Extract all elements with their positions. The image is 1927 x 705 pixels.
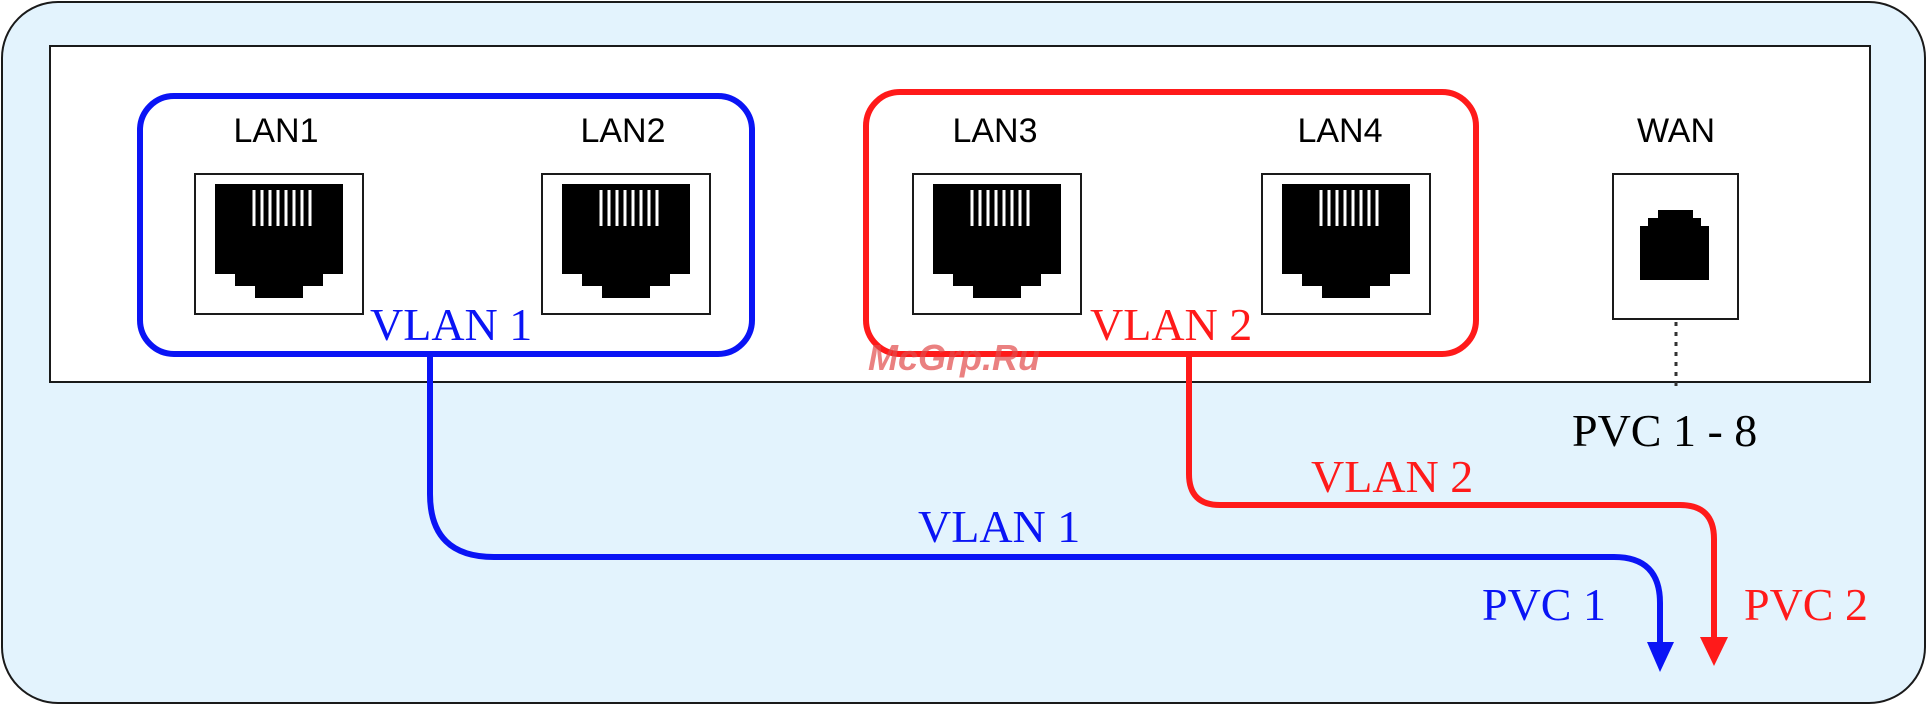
lan1-label: LAN1: [233, 112, 318, 150]
wan-pvc-range-label: PVC 1 - 8: [1572, 405, 1757, 456]
pvc2-label: PVC 2: [1744, 579, 1868, 630]
wan-label: WAN: [1637, 112, 1715, 150]
vlan2-path-label: VLAN 2: [1311, 451, 1473, 502]
vlan1-path-label: VLAN 1: [918, 501, 1080, 552]
lan2-label: LAN2: [580, 112, 665, 150]
lan4-label: LAN4: [1297, 112, 1382, 150]
watermark-text: McGrp.Ru: [868, 337, 1040, 378]
vlan1-group-label: VLAN 1: [370, 299, 532, 350]
vlan2-group-label: VLAN 2: [1090, 299, 1252, 350]
pvc1-label: PVC 1: [1482, 579, 1606, 630]
lan3-label: LAN3: [952, 112, 1037, 150]
